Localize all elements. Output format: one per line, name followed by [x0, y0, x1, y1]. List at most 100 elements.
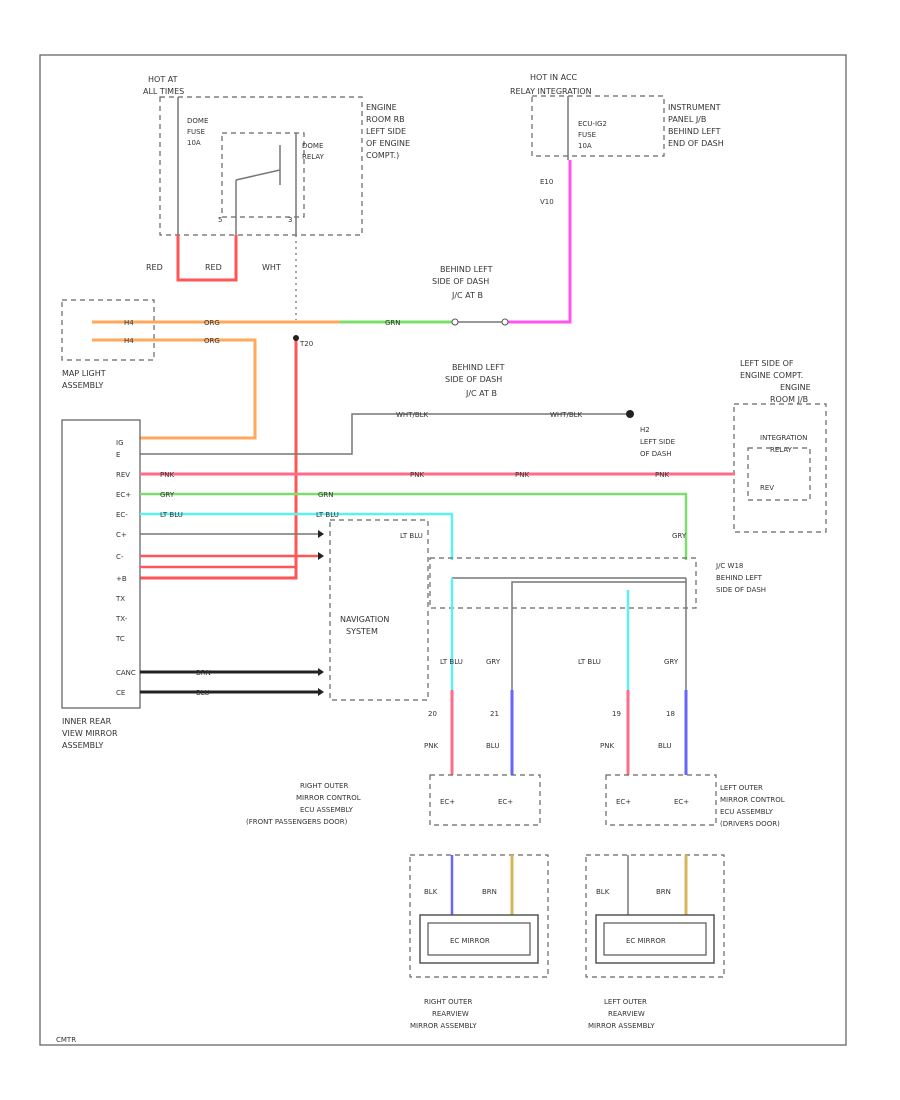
inner-mirror-box: [61, 419, 141, 709]
hot-at-all-times-label: HOT AT: [148, 75, 178, 84]
wht-blk-wire: [140, 413, 630, 455]
wire-blk-r: BLK: [424, 888, 438, 896]
jc-box: [429, 557, 697, 609]
wire-grn-mid: GRN: [318, 491, 334, 499]
right-ecu-label-4: (FRONT PASSENGERS DOOR): [246, 818, 348, 826]
right-mirror-label-3: MIRROR ASSEMBLY: [410, 1022, 477, 1030]
wire-pnk-1: PNK: [160, 471, 174, 479]
instrument-panel-jb-box: [531, 95, 665, 157]
ecu-ig2-label: ECU-IG2: [578, 120, 607, 128]
jc-bus-lower: [511, 581, 686, 590]
wire-pnk-ecu2: PNK: [600, 742, 614, 750]
navigation-system-box: [329, 519, 429, 701]
left-ecu-label: LEFT OUTER: [720, 784, 763, 792]
wire-gry-drop2: GRY: [664, 658, 679, 666]
arrow-nav-3: [318, 668, 324, 676]
wire-blk-l: BLK: [596, 888, 610, 896]
diagram-frame: [39, 54, 847, 1046]
wire-grn-top: GRN: [385, 319, 401, 327]
ground-h2: H2: [640, 426, 650, 434]
mirror-pin-2: REV: [116, 471, 130, 479]
ec-mirror-r-outer: [419, 914, 539, 964]
dome-fuse-label-3: 10A: [187, 139, 201, 147]
arrow-nav-1: [318, 530, 324, 538]
instrument-panel-label-2: PANEL J/B: [668, 115, 706, 124]
wire-org-1: ORG: [204, 319, 220, 327]
dome-fuse-label-2: FUSE: [187, 128, 205, 136]
behind-left-dash-1c: J/C AT B: [451, 291, 483, 300]
hot-in-acc-label: HOT IN ACC: [530, 73, 578, 82]
left-side-engine-label-2: ENGINE COMPT.: [740, 371, 803, 380]
wire-wht: WHT: [262, 263, 281, 272]
ecu-ig2-label-2: FUSE: [578, 131, 596, 139]
ecu-ig2-label-3: 10A: [578, 142, 592, 150]
left-ecu-label-4: (DRIVERS DOOR): [720, 820, 780, 828]
orange-wire-2: [92, 338, 257, 440]
wire-pnk-4: PNK: [655, 471, 669, 479]
footer-code: CMTR: [56, 1036, 76, 1044]
wire-gry-right: GRY: [672, 532, 687, 540]
left-ecu-ec-plus: EC+: [616, 798, 631, 806]
relay-pin-rev: REV: [760, 484, 774, 492]
mirror-pin-0: IG: [116, 439, 124, 447]
conn-v10: V10: [540, 198, 554, 206]
red-junction: [293, 335, 299, 341]
behind-left-dash-2b: SIDE OF DASH: [445, 375, 502, 384]
integration-relay-label-2: RELAY: [770, 446, 793, 454]
ground-label: LEFT SIDE: [640, 438, 675, 446]
engine-room-rb-label-3: LEFT SIDE: [366, 127, 406, 136]
mirror-pin-12: CE: [116, 689, 125, 697]
red-down-wire: [140, 338, 298, 580]
left-ecu-label-2: MIRROR CONTROL: [720, 796, 785, 804]
left-mirror-label: LEFT OUTER: [604, 998, 647, 1006]
map-light-label: MAP LIGHT: [62, 369, 106, 378]
ecu-pin-20: 20: [428, 710, 437, 718]
mirror-pin-6: C-: [116, 553, 124, 561]
behind-left-dash-2: BEHIND LEFT: [452, 363, 505, 372]
wire-pnk-ecu1: PNK: [424, 742, 438, 750]
behind-left-dash-1b: SIDE OF DASH: [432, 277, 489, 286]
magenta-wire: [505, 160, 572, 324]
conn-tr: T20: [299, 340, 313, 348]
jc-node-2: [501, 318, 509, 326]
engine-room-rb-label-2: ROOM RB: [366, 115, 405, 124]
wire-blu-ce: BLU: [196, 689, 209, 697]
wire-pnk-3: PNK: [515, 471, 529, 479]
map-light-box: [61, 299, 155, 361]
left-outer-ecu-box: [605, 774, 717, 826]
mirror-pin-8: TX: [115, 595, 125, 603]
ecu-pin-18: 18: [666, 710, 675, 718]
wire-lt-blu-1: LT BLU: [160, 511, 183, 519]
ecu-pin-19: 19: [612, 710, 621, 718]
engine-room-rb-label: ENGINE: [366, 103, 397, 112]
instrument-panel-label-3: BEHIND LEFT: [668, 127, 721, 136]
wire-gry-drop1: GRY: [486, 658, 501, 666]
ec-mirror-l-label: EC MIRROR: [626, 937, 666, 945]
engine-room-rb-box: [159, 96, 363, 236]
right-outer-ecu-box: [429, 774, 541, 826]
left-ecu-label-3: ECU ASSEMBLY: [720, 808, 774, 816]
wire-blu-ecu1: BLU: [486, 742, 499, 750]
engine-room-jb-box: [733, 403, 827, 533]
ec-mirror-r-label: EC MIRROR: [450, 937, 490, 945]
jc-label: J/C W18: [715, 562, 743, 570]
behind-left-dash-2c: J/C AT B: [465, 389, 497, 398]
engine-room-jb-label-2: ROOM J/B: [770, 395, 808, 404]
arrow-nav-4: [318, 688, 324, 696]
wire-brn-canc: BRN: [196, 669, 211, 677]
engine-room-jb-label: ENGINE: [780, 383, 811, 392]
left-ecu-ec-plus-2: EC+: [674, 798, 689, 806]
arrow-nav-2: [318, 552, 324, 560]
instrument-panel-label-4: END OF DASH: [668, 139, 724, 148]
right-ecu-label-3: ECU ASSEMBLY: [300, 806, 354, 814]
mirror-pin-1: E: [116, 451, 120, 459]
ecu-pin-21: 21: [490, 710, 499, 718]
wire-brn-l: BRN: [656, 888, 671, 896]
right-ecu-label: RIGHT OUTER: [300, 782, 348, 790]
mirror-pin-3: EC+: [116, 491, 131, 499]
wire-red-2: RED: [205, 263, 222, 272]
wire-red-1: RED: [146, 263, 163, 272]
wire-lt-blu-drop1: LT BLU: [440, 658, 463, 666]
